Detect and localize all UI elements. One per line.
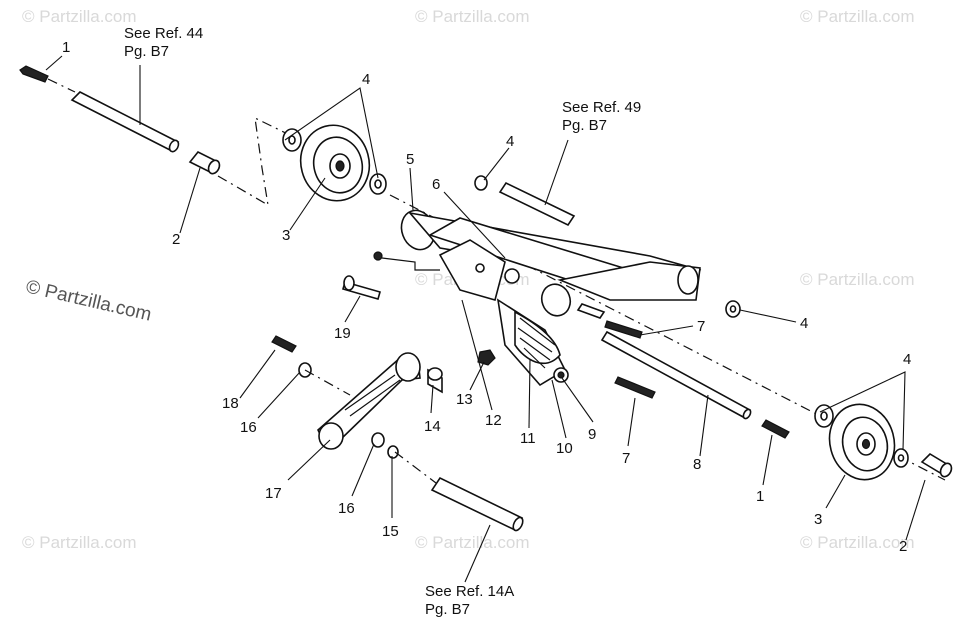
callout-15: 15 (382, 523, 399, 540)
callout-1-top: 1 (62, 39, 70, 56)
callout-12: 12 (485, 412, 502, 429)
callout-1-bottom: 1 (756, 488, 764, 505)
watermark: © Partzilla.com (415, 533, 530, 552)
watermark-main: © Partzilla.com (24, 276, 153, 325)
callout-4-bottom: 4 (903, 351, 911, 368)
callout-10: 10 (556, 440, 573, 457)
callout-14: 14 (424, 418, 441, 435)
callout-7-lower: 7 (622, 450, 630, 467)
callout-3-right: 3 (814, 511, 822, 528)
callout-3-left: 3 (282, 227, 290, 244)
watermark: © Partzilla.com (22, 533, 137, 552)
callout-7-upper: 7 (697, 318, 705, 335)
callout-2-right: 2 (899, 538, 907, 555)
watermark: © Partzilla.com (800, 270, 915, 289)
lower-link-assembly (271, 275, 524, 532)
watermark: © Partzilla.com (800, 7, 915, 26)
watermark: © Partzilla.com (800, 533, 915, 552)
callout-6: 6 (432, 176, 440, 193)
idler-wheel-upper-left (282, 124, 387, 202)
callout-19: 19 (334, 325, 351, 342)
callout-18: 18 (222, 395, 239, 412)
callout-2-left: 2 (172, 231, 180, 248)
suspension-arm-assembly (373, 175, 946, 481)
shaft-upper-left (70, 91, 180, 153)
ref-14a-line2: Pg. B7 (425, 601, 470, 618)
ref-44-line1: See Ref. 44 (124, 25, 203, 42)
idler-wheel-lower-right (814, 403, 953, 481)
callout-8: 8 (693, 456, 701, 473)
watermark: © Partzilla.com (22, 7, 137, 26)
callout-labels: 1 2 3 4 5 6 4 7 4 19 18 16 14 13 12 11 1… (62, 39, 911, 555)
watermark: © Partzilla.com (415, 7, 530, 26)
spacer-upper-left (188, 116, 301, 207)
ref-49-line2: Pg. B7 (562, 117, 607, 134)
callout-13: 13 (456, 391, 473, 408)
callout-11: 11 (520, 430, 536, 447)
reference-notes: See Ref. 44 Pg. B7 See Ref. 49 Pg. B7 Se… (124, 25, 641, 618)
bolt-upper-left (19, 65, 76, 93)
callout-4-top: 4 (362, 71, 370, 88)
callout-4-right: 4 (800, 315, 808, 332)
leader-lines (45, 55, 926, 583)
callout-16-upper: 16 (240, 419, 257, 436)
ref-44-line2: Pg. B7 (124, 43, 169, 60)
ref-14a-line1: See Ref. 14A (425, 583, 514, 600)
callout-4-mid: 4 (506, 133, 514, 150)
callout-5: 5 (406, 151, 414, 168)
callout-17: 17 (265, 485, 282, 502)
callout-16-lower: 16 (338, 500, 355, 517)
ref-49-line1: See Ref. 49 (562, 99, 641, 116)
callout-9: 9 (588, 426, 596, 443)
